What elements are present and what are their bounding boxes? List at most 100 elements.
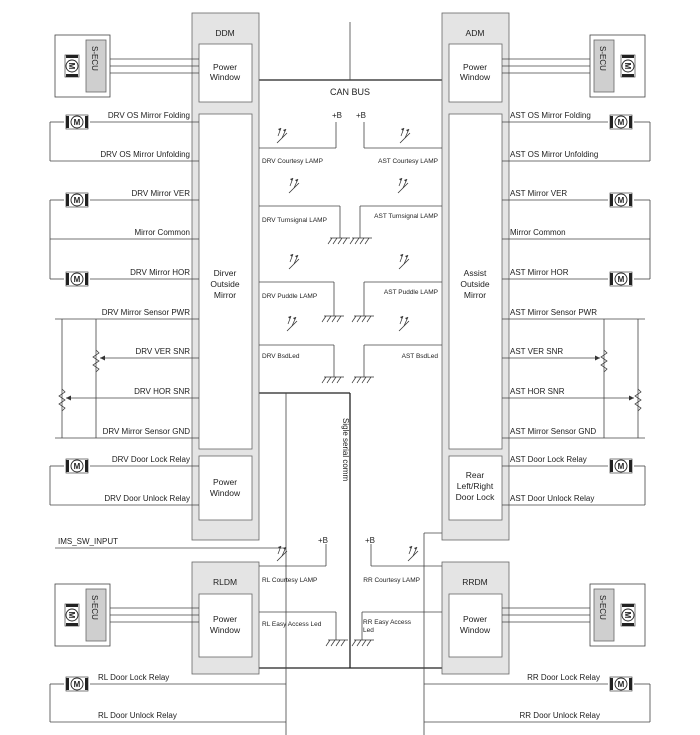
rrdm-title: RRDM [462, 577, 488, 587]
label-rr-lock: RR Door Lock Relay [527, 673, 600, 682]
label-ast-ver: AST Mirror VER [510, 189, 567, 198]
motor-drv-ver [65, 192, 89, 208]
svg-text:Rear: Rear [466, 470, 485, 480]
lamp-ast-courtesy [399, 127, 411, 144]
label-ast-turn: AST Turnsignal LAMP [374, 213, 438, 220]
svg-text:Outside: Outside [210, 279, 240, 289]
label-drv-turn: DRV Turnsignal LAMP [262, 217, 327, 224]
label-rl-easy: RL Easy Access Led [262, 621, 322, 628]
can-bus-label: CAN BUS [330, 87, 370, 97]
motor-drv-door-lock [65, 458, 89, 474]
label-rl-lock: RL Door Lock Relay [98, 673, 169, 682]
label-ims-input: IMS_SW_INPUT [58, 537, 118, 546]
rrdm-module: RRDM Power Window [441, 561, 510, 675]
label-drv-unlock: DRV Door Unlock Relay [104, 494, 190, 503]
label-ast-hor-snr: AST HOR SNR [510, 387, 565, 396]
label-drv-lock: DRV Door Lock Relay [112, 455, 190, 464]
secu-front-left: S-ECU [54, 34, 199, 98]
svg-text:Outside: Outside [460, 279, 490, 289]
label-ast-sensor-gnd: AST Mirror Sensor GND [510, 427, 596, 436]
svg-text:Left/Right: Left/Right [457, 481, 494, 491]
adm-module: ADM Power Window Assist Outside Mirror R… [441, 12, 510, 541]
left-wiring [49, 114, 286, 723]
serial-label: Sigle serial comm [341, 418, 350, 481]
svg-text:Power: Power [213, 62, 237, 72]
label-ast-ver-snr: AST VER SNR [510, 347, 563, 356]
label-ast-bsd: AST BsdLed [402, 353, 439, 360]
svg-text:Mirror: Mirror [214, 290, 236, 300]
center-lamps: +B +B +B [259, 111, 442, 647]
lamp-drv-courtesy [276, 127, 288, 144]
svg-text:+B: +B [318, 536, 328, 545]
svg-text:+B: +B [365, 536, 375, 545]
svg-text:+B: +B [356, 111, 366, 120]
svg-text:Window: Window [210, 488, 241, 498]
svg-text:Led: Led [363, 627, 374, 634]
adm-title: ADM [466, 28, 485, 38]
label-drv-sensor-pwr: DRV Mirror Sensor PWR [102, 308, 191, 317]
label-ast-hor: AST Mirror HOR [510, 268, 569, 277]
label-ast-common: Mirror Common [510, 228, 566, 237]
svg-text:Power: Power [463, 62, 487, 72]
label-drv-ver-snr: DRV VER SNR [135, 347, 190, 356]
lamp-drv-turn [288, 177, 300, 194]
secu-rear-right: S-ECU [502, 583, 646, 647]
label-rl-unlock: RL Door Unlock Relay [98, 711, 177, 720]
svg-text:S-ECU: S-ECU [598, 595, 607, 620]
label-drv-unfolding: DRV OS Mirror Unfolding [100, 150, 190, 159]
svg-text:Dirver: Dirver [214, 268, 237, 278]
label-ast-sensor-pwr: AST Mirror Sensor PWR [510, 308, 597, 317]
label-drv-hor: DRV Mirror HOR [130, 268, 190, 277]
lamp-drv-puddle [288, 253, 300, 270]
lamp-rr-courtesy [407, 545, 419, 562]
label-drv-sensor-gnd: DRV Mirror Sensor GND [103, 427, 191, 436]
motor-rl-door-lock [65, 676, 89, 692]
secu-rear-left: S-ECU [54, 583, 199, 647]
svg-text:S-ECU: S-ECU [90, 595, 99, 620]
label-drv-courtesy: DRV Courtesy LAMP [262, 158, 323, 165]
motor-ast-door-lock [609, 458, 633, 474]
label-ast-puddle: AST Puddle LAMP [384, 289, 438, 296]
svg-text:Power: Power [463, 614, 487, 624]
motor-ast-hor [609, 271, 633, 287]
svg-text:Window: Window [460, 72, 491, 82]
svg-text:S-ECU: S-ECU [598, 46, 607, 71]
label-drv-folding: DRV OS Mirror Folding [108, 111, 190, 120]
secu-front-right: S-ECU [502, 34, 646, 98]
right-wiring [424, 114, 651, 723]
label-ast-folding: AST OS Mirror Folding [510, 111, 591, 120]
label-rr-courtesy: RR Courtesy LAMP [363, 577, 420, 584]
label-rr-easy: RR Easy Access [363, 619, 412, 626]
svg-text:Mirror: Mirror [464, 290, 486, 300]
label-rr-unlock: RR Door Unlock Relay [520, 711, 600, 720]
motor-drv-hor [65, 271, 89, 287]
label-ast-courtesy: AST Courtesy LAMP [378, 158, 438, 165]
label-drv-ver: DRV Mirror VER [131, 189, 190, 198]
svg-text:Power: Power [213, 477, 237, 487]
label-drv-common: Mirror Common [134, 228, 190, 237]
label-drv-hor-snr: DRV HOR SNR [134, 387, 190, 396]
motor-ast-ver [609, 192, 633, 208]
rldm-module: RLDM Power Window [191, 561, 260, 675]
left-labels: DRV OS Mirror Folding DRV OS Mirror Unfo… [58, 111, 190, 720]
led-drv-bsd [286, 315, 298, 332]
svg-text:Window: Window [210, 625, 241, 635]
svg-text:Window: Window [460, 625, 491, 635]
lamp-labels: DRV Courtesy LAMP AST Courtesy LAMP DRV … [262, 158, 438, 634]
motor-drv-folding [65, 114, 89, 130]
label-ast-lock: AST Door Lock Relay [510, 455, 587, 464]
ddm-module: DDM Power Window Dirver Outside Mirror P… [191, 12, 260, 541]
rldm-title: RLDM [213, 577, 237, 587]
svg-text:Assist: Assist [464, 268, 487, 278]
svg-text:Door Lock: Door Lock [456, 492, 495, 502]
label-ast-unlock: AST Door Unlock Relay [510, 494, 594, 503]
label-rl-courtesy: RL Courtesy LAMP [262, 577, 317, 584]
svg-text:S-ECU: S-ECU [90, 46, 99, 71]
lamp-ast-puddle [398, 253, 410, 270]
svg-text:Window: Window [210, 72, 241, 82]
label-drv-bsd: DRV BsdLed [262, 353, 300, 360]
motor-ast-folding [609, 114, 633, 130]
lamp-ast-turn [397, 177, 409, 194]
label-drv-puddle: DRV Puddle LAMP [262, 293, 317, 300]
